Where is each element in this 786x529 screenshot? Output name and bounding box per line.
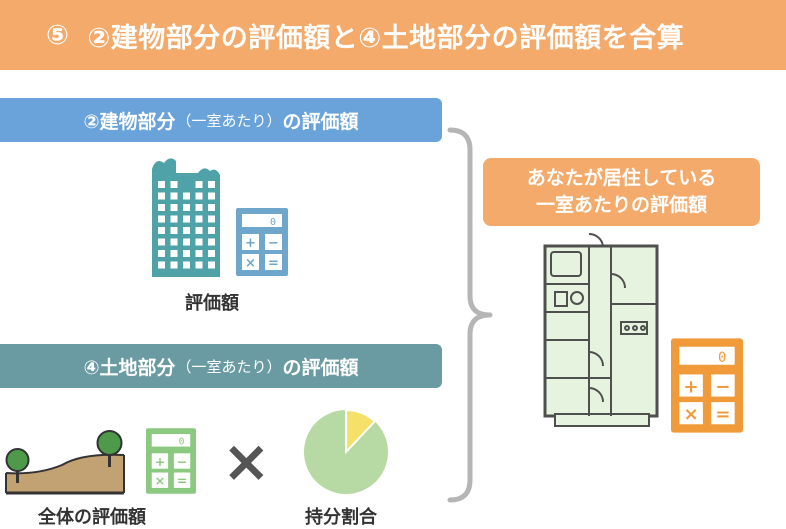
calc-key-minus: −	[177, 454, 187, 469]
building-window	[170, 250, 178, 257]
building-window	[208, 204, 215, 211]
building-window	[195, 204, 203, 211]
building-heading-main: ②建物部分	[83, 110, 176, 133]
building-window	[208, 181, 215, 188]
building-window	[183, 261, 190, 269]
title-text: ②建物部分の評価額と④土地部分の評価額を合算	[87, 22, 685, 54]
land-heading-end: の評価額	[282, 356, 359, 379]
share-pie-icon	[304, 408, 388, 494]
calc-key-equals: =	[268, 256, 279, 271]
calc-key-times: ×	[245, 256, 256, 271]
building-window	[195, 192, 203, 200]
building-caption: 評価額	[185, 293, 239, 314]
land-total-caption: 全体の評価額	[38, 507, 146, 528]
building-window	[158, 238, 165, 246]
calc-key-minus: −	[268, 236, 279, 251]
building-window	[208, 227, 215, 234]
building-window	[158, 261, 165, 269]
calc-key-times: ×	[684, 404, 699, 425]
building-window	[158, 192, 165, 200]
building-window	[195, 181, 203, 188]
building-window	[170, 227, 178, 234]
building-window	[170, 181, 178, 188]
building-window	[158, 227, 165, 234]
land-heading-main: ④土地部分	[83, 356, 176, 379]
building-window	[195, 250, 203, 257]
building-window	[183, 238, 190, 246]
building-window	[183, 204, 190, 211]
building-window	[158, 181, 165, 188]
result-box: あなたが居住している 一室あたりの評価額	[483, 158, 760, 226]
calculator-icon-result: 0 + − × =	[671, 338, 743, 433]
calc-key-plus: +	[245, 236, 256, 251]
building-heading-end: の評価額	[282, 110, 359, 133]
tree-icon-left	[5, 448, 30, 483]
building-window	[195, 215, 203, 223]
multiply-operator: ×	[222, 427, 271, 495]
calc-key-equals: =	[177, 473, 187, 488]
building-window	[170, 215, 178, 223]
building-heading-paren: （一室あたり）	[176, 111, 282, 130]
calc-key-times: ×	[155, 473, 165, 488]
tree-icon-right	[96, 430, 123, 467]
building-window	[183, 192, 190, 200]
calc-key-equals: =	[715, 404, 730, 425]
floor-plan-icon	[543, 232, 659, 427]
building-window	[158, 215, 165, 223]
building-window	[170, 238, 178, 246]
building-window	[170, 261, 178, 269]
building-window	[195, 227, 203, 234]
calc-display: 0	[179, 437, 185, 448]
building-window	[158, 204, 165, 211]
calc-display: 0	[270, 217, 276, 228]
calc-key-plus: +	[684, 376, 699, 397]
building-window	[183, 250, 190, 257]
land-icon	[5, 430, 125, 495]
building-window	[208, 250, 215, 257]
building-window	[208, 238, 215, 246]
calc-key-minus: −	[715, 376, 730, 397]
building-window	[195, 238, 203, 246]
land-section-heading: ④土地部分 （一室あたり） の評価額	[0, 344, 442, 388]
calculator-icon-land: 0 + − × =	[146, 428, 196, 494]
building-window	[183, 227, 190, 234]
building-window	[183, 215, 190, 223]
curly-brace	[447, 127, 493, 503]
calculator-icon-building: 0 + − × =	[236, 208, 288, 276]
building-window	[170, 192, 178, 200]
building-window	[208, 215, 215, 223]
building-window	[208, 192, 215, 200]
title-bar: ⑤ ②建物部分の評価額と④土地部分の評価額を合算	[0, 0, 786, 70]
building-window	[170, 204, 178, 211]
building-window	[158, 250, 165, 257]
building-window	[195, 261, 203, 269]
title-number: ⑤	[46, 19, 70, 51]
land-share-caption: 持分割合	[305, 507, 377, 528]
calc-display: 0	[718, 350, 726, 366]
result-line1: あなたが居住している	[526, 167, 717, 189]
building-icon	[152, 158, 220, 277]
building-section-heading: ②建物部分 （一室あたり） の評価額	[0, 98, 442, 142]
calc-key-plus: +	[155, 454, 165, 469]
result-line2: 一室あたりの評価額	[535, 194, 707, 216]
building-window	[208, 261, 215, 269]
share-slice	[345, 408, 377, 455]
land-heading-paren: （一室あたり）	[176, 357, 282, 376]
